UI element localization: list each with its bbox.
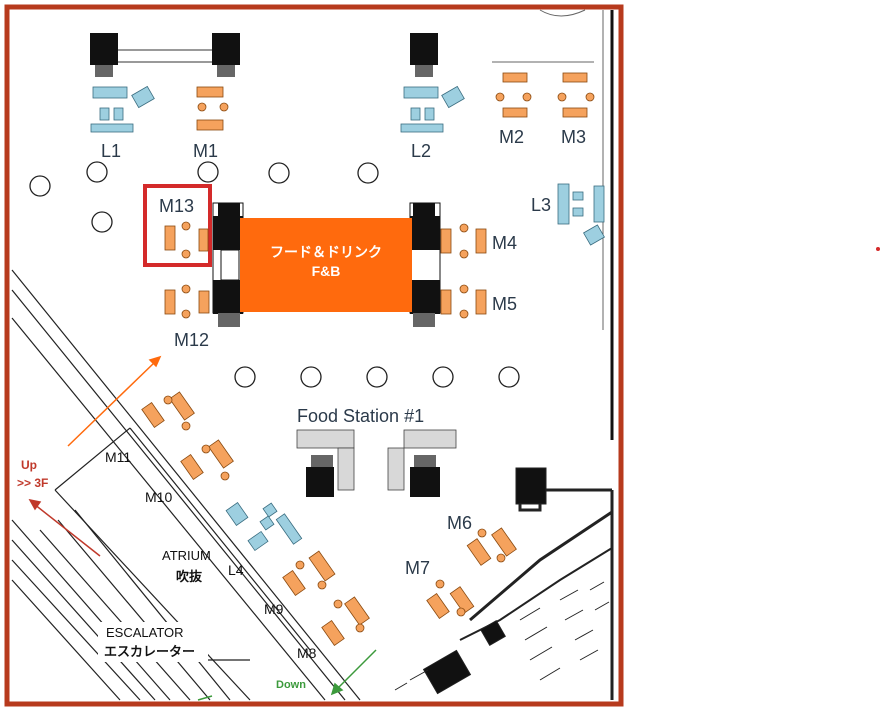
column-circle xyxy=(91,211,113,233)
up-label: Up xyxy=(21,458,37,472)
label-m4: M4 xyxy=(492,233,517,253)
lounge-area-right xyxy=(394,467,614,700)
label-m13: M13 xyxy=(159,196,194,216)
label-m12: M12 xyxy=(174,330,209,350)
down-arrow-stub xyxy=(197,695,213,701)
map-frame xyxy=(4,4,624,707)
fb-area[interactable] xyxy=(212,202,441,327)
column-circle xyxy=(268,162,290,184)
up-label-3f: >> 3F xyxy=(17,476,48,490)
label-m11: M11 xyxy=(105,449,131,465)
label-l2: L2 xyxy=(411,141,431,161)
booth-m5[interactable] xyxy=(440,284,487,319)
booth-m1[interactable] xyxy=(196,86,229,131)
down-arrow-icon xyxy=(330,649,377,696)
label-food-station: Food Station #1 xyxy=(297,406,424,426)
booth-m2[interactable] xyxy=(492,61,594,118)
column-circle xyxy=(29,175,51,197)
food-station-1[interactable] xyxy=(296,429,457,497)
booth-m9[interactable] xyxy=(282,550,336,597)
column-circle xyxy=(300,366,322,388)
booth-l2[interactable] xyxy=(400,33,465,133)
booth-m4[interactable] xyxy=(440,223,487,259)
down-label: Down xyxy=(276,679,306,691)
column-circle xyxy=(366,366,388,388)
column-circle xyxy=(86,161,108,183)
marker-dot xyxy=(876,247,880,251)
booth-m6[interactable] xyxy=(466,527,517,566)
label-m5: M5 xyxy=(492,294,517,314)
fb-title-jp: フード＆ドリンク xyxy=(270,244,382,260)
label-m6: M6 xyxy=(447,513,472,533)
booth-l4[interactable] xyxy=(225,502,303,552)
escalator-label-bg xyxy=(98,622,208,662)
booth-m8[interactable] xyxy=(321,596,370,647)
escalator-label-jp: エスカレーター xyxy=(104,644,195,659)
column-circle xyxy=(357,162,379,184)
booth-l1[interactable] xyxy=(90,33,240,133)
column-circle xyxy=(432,366,454,388)
atrium-label-jp: 吹抜 xyxy=(176,569,203,584)
label-m3: M3 xyxy=(561,127,586,147)
fb-title-en: F&B xyxy=(312,263,341,279)
label-m10: M10 xyxy=(145,489,172,505)
right-wall xyxy=(539,9,614,440)
label-m7: M7 xyxy=(405,558,430,578)
up-arrow-icon xyxy=(28,498,101,557)
booth-m10[interactable] xyxy=(180,439,234,481)
label-m9: M9 xyxy=(264,601,284,617)
m13-highlight-box xyxy=(143,184,212,267)
booth-m11[interactable] xyxy=(141,391,195,431)
label-l3: L3 xyxy=(531,195,551,215)
columns xyxy=(29,161,520,388)
column-circle xyxy=(234,366,256,388)
booth-l3[interactable] xyxy=(557,183,605,246)
column-circle xyxy=(498,366,520,388)
booth-m7[interactable] xyxy=(426,579,475,620)
orange-up-arrow xyxy=(67,355,162,447)
booth-m13[interactable] xyxy=(143,184,212,267)
atrium-label-en: ATRIUM xyxy=(162,548,211,563)
label-m2: M2 xyxy=(499,127,524,147)
label-l4: L4 xyxy=(228,562,244,578)
fb-block xyxy=(240,218,412,312)
column-circle xyxy=(197,161,219,183)
label-l1: L1 xyxy=(101,141,121,161)
booth-m12[interactable] xyxy=(164,284,210,319)
escalator-structure xyxy=(11,269,361,701)
booth-m3[interactable] xyxy=(557,72,595,118)
label-m1: M1 xyxy=(193,141,218,161)
escalator-label-en: ESCALATOR xyxy=(106,625,184,640)
label-m8: M8 xyxy=(297,645,317,661)
